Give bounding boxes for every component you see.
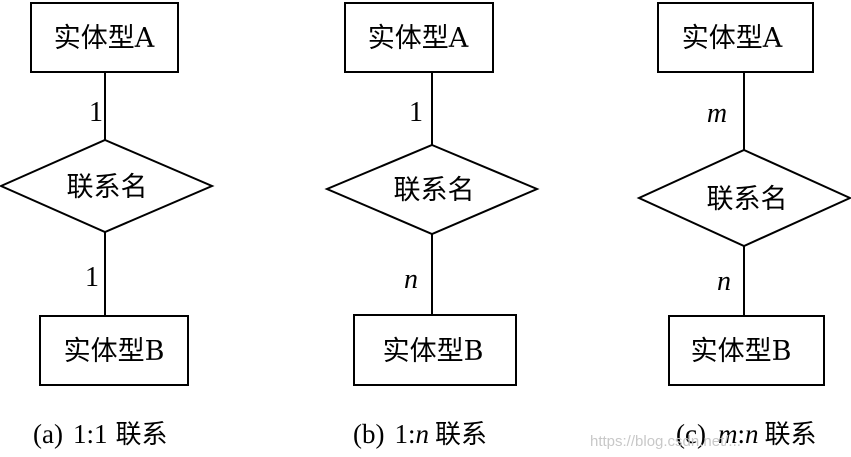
entity-box-b2 [353, 314, 517, 386]
caption-c-ratio-sep: : [737, 419, 745, 449]
caption-b-label: (b) [353, 419, 384, 449]
caption-a-label: (a) [33, 419, 63, 449]
relationship-label-b: 联系名 [394, 175, 475, 206]
caption-a-word: 联系 [115, 420, 167, 450]
caption-b-ratio-var: n [416, 419, 430, 449]
entity-label-c2: 实体型B [691, 336, 792, 367]
caption-c-ratio-var1: m [718, 419, 738, 449]
relationship-label-a: 联系名 [67, 172, 148, 203]
caption-c-word: 联系 [764, 420, 816, 450]
entity-box-a2 [39, 315, 189, 386]
entity-box-c1 [657, 2, 814, 73]
relationship-diamond-c [636, 148, 851, 248]
cardinality-a-top: 1 [89, 97, 103, 128]
watermark: https://blog.csdn.net/... [590, 433, 741, 450]
entity-label-a1: 实体型A [54, 23, 155, 54]
entity-label-b2: 实体型B [383, 336, 484, 367]
entity-box-c2 [668, 315, 825, 386]
caption-c-label: (c) [676, 419, 706, 449]
caption-c-ratio-var2: n [745, 419, 759, 449]
entity-label-b1: 实体型A [368, 23, 469, 54]
cardinality-a-bottom: 1 [85, 262, 99, 293]
relationship-diamond-b [324, 143, 540, 236]
cardinality-c-bottom: n [717, 266, 731, 297]
entity-label-a2: 实体型B [64, 336, 165, 367]
cardinality-b-top: 1 [409, 97, 423, 128]
caption-b-word: 联系 [435, 420, 487, 450]
relationship-diamond-a [0, 138, 215, 234]
cardinality-c-top: m [707, 98, 727, 129]
entity-label-c1: 实体型A [682, 23, 783, 54]
caption-a-ratio: 1:1 [73, 419, 108, 449]
entity-box-b1 [344, 2, 494, 73]
relationship-label-c: 联系名 [707, 184, 788, 215]
cardinality-b-bottom: n [404, 264, 418, 295]
entity-box-a1 [30, 2, 179, 73]
caption-b-ratio-prefix: 1: [394, 419, 415, 449]
